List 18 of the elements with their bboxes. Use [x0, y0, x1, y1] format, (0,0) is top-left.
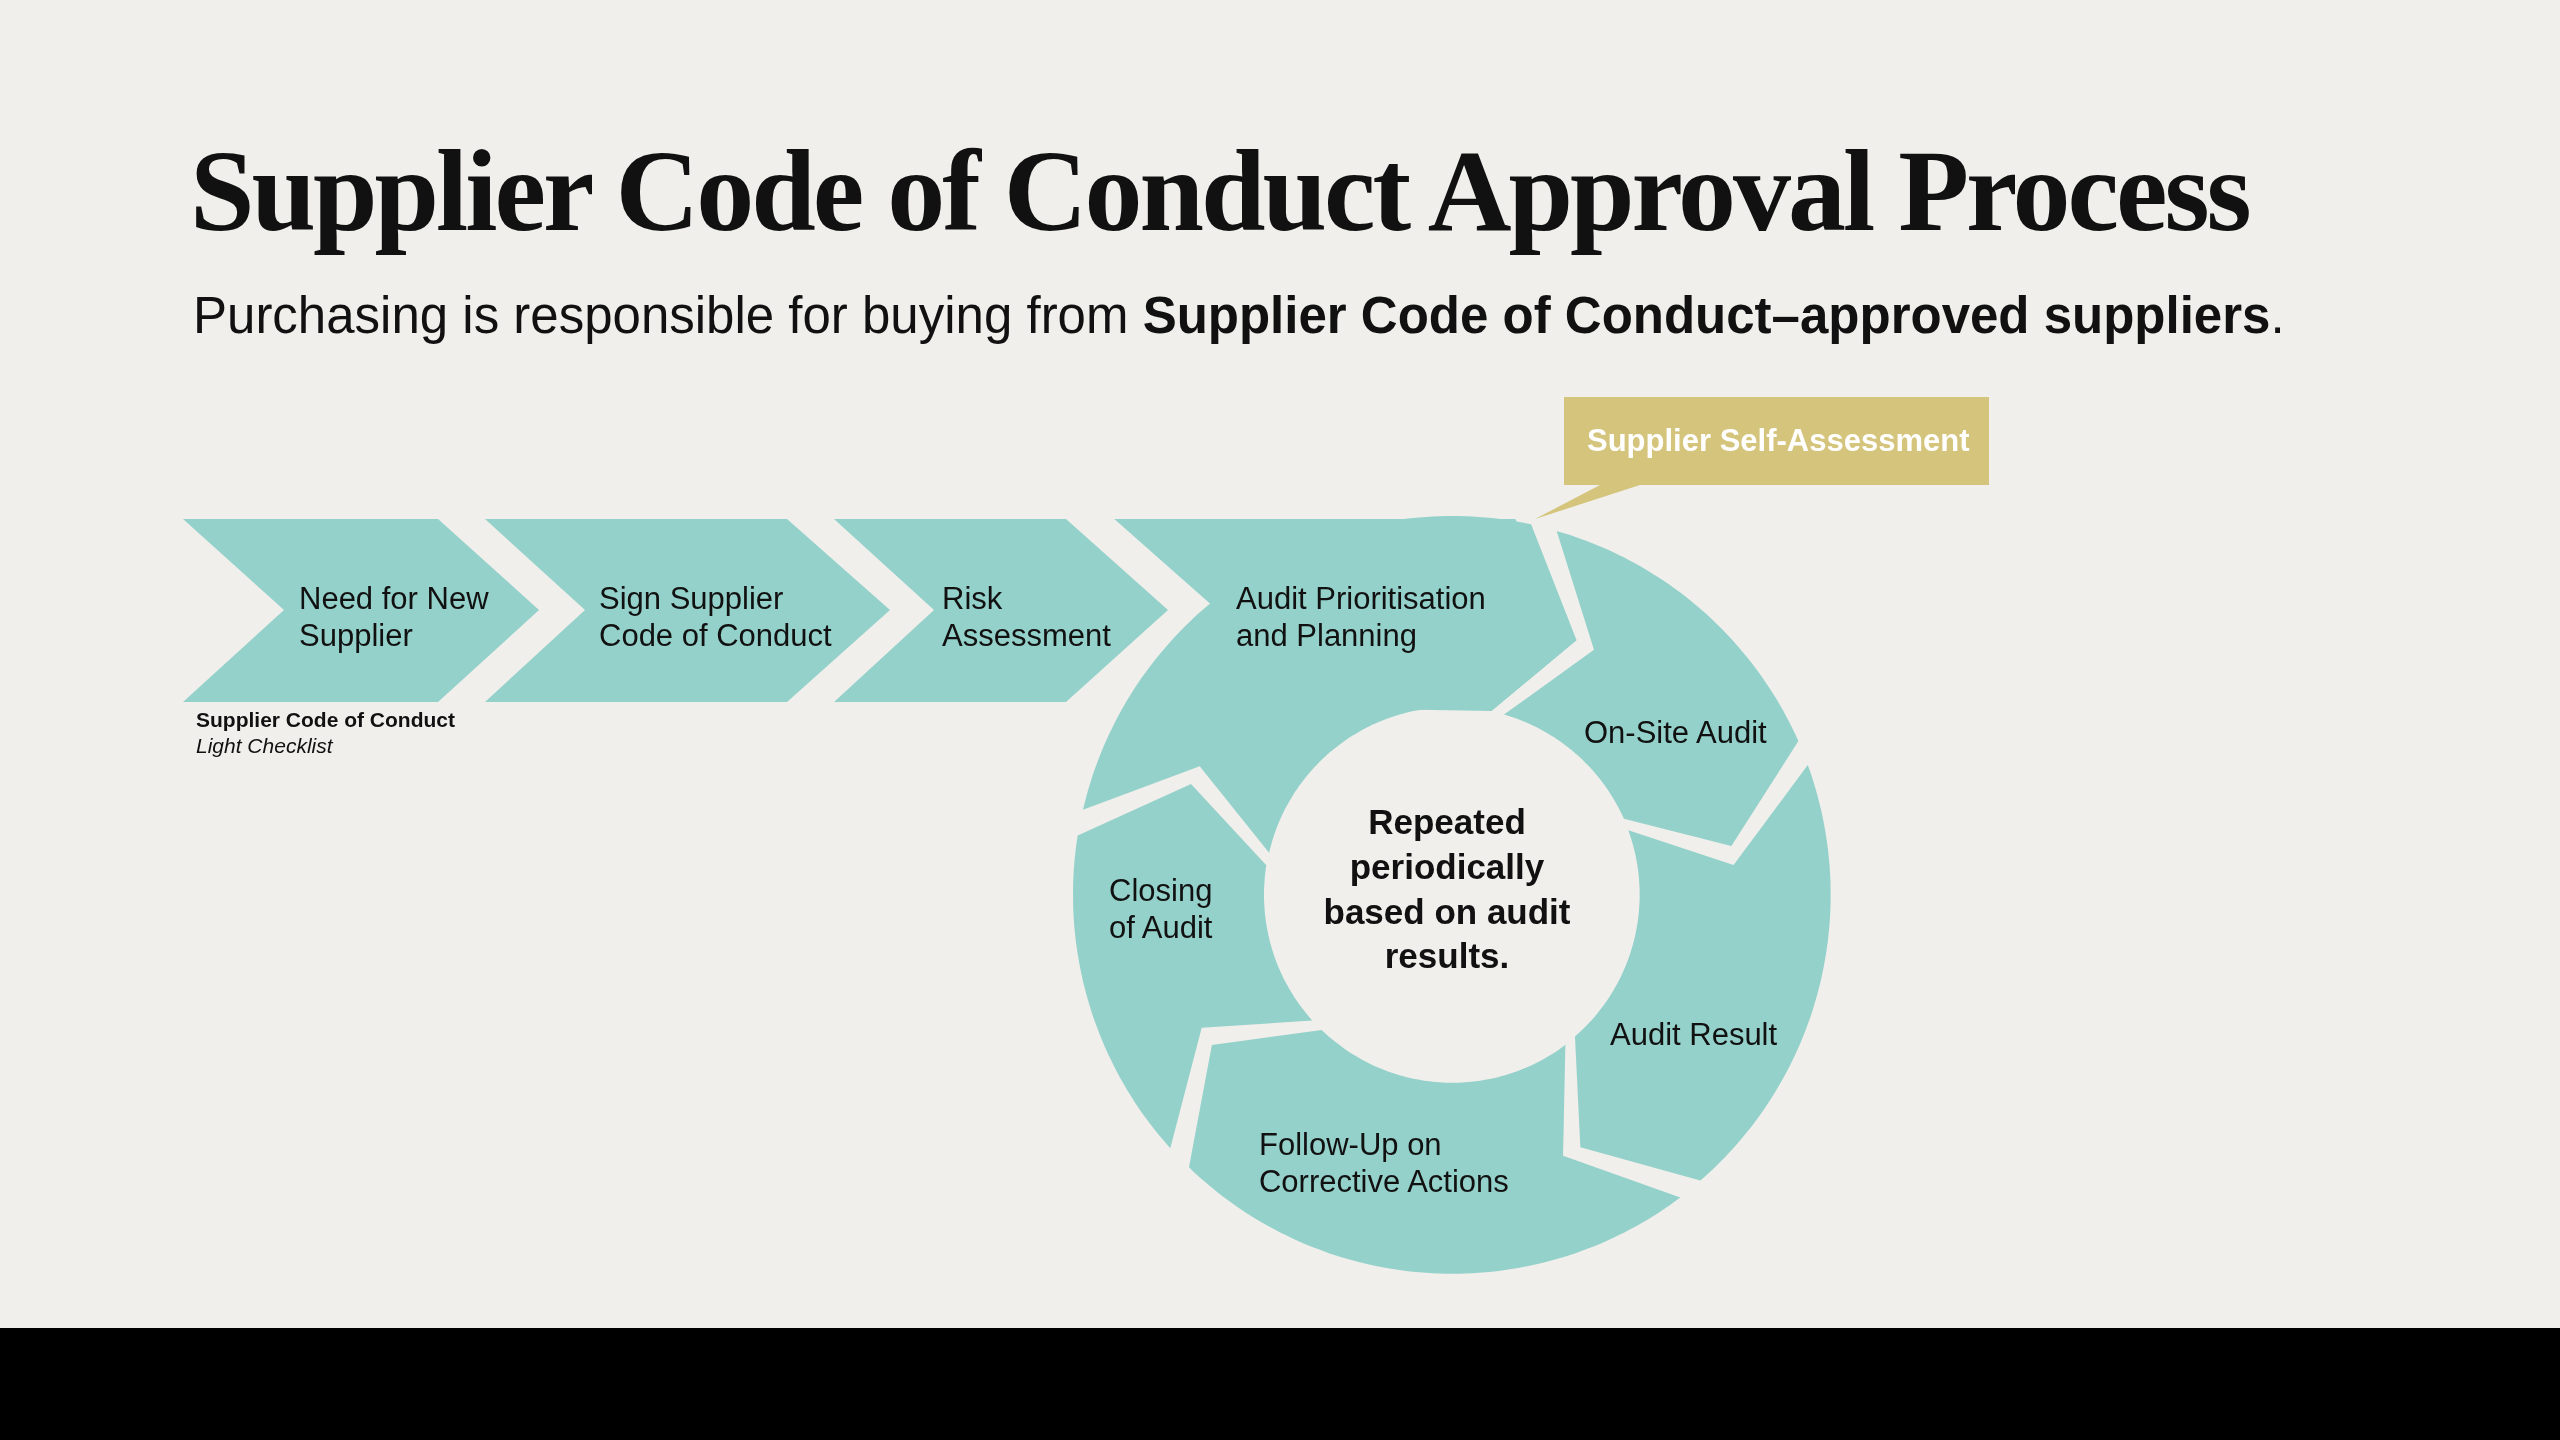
- step-label: Need for New Supplier: [299, 580, 490, 655]
- chevron-step: [183, 519, 539, 702]
- step-label: Closing of Audit: [1109, 872, 1214, 947]
- step-label: Audit Prioritisation and Planning: [1236, 580, 1487, 655]
- note-text: Supplier Code of Conduct: [196, 708, 455, 732]
- step-label: Audit Result: [1610, 1016, 1779, 1054]
- chevron-step: [834, 519, 1168, 702]
- subtitle: Purchasing is responsible for buying from Supplier Code of Conduct–approved suppliers.: [193, 286, 2285, 345]
- step-label: Follow-Up on Corrective Actions: [1259, 1126, 1510, 1201]
- title: Supplier Code of Conduct Approval Process: [190, 128, 2249, 256]
- center-note: Repeated periodically based on audit results.: [1322, 801, 1572, 978]
- note-text: Light Checklist: [196, 734, 333, 758]
- cycle-arrow-segment: [1575, 765, 1831, 1181]
- step-label: Risk Assessment: [942, 580, 1112, 655]
- callout-box: [1535, 397, 1989, 519]
- step-label: On-Site Audit: [1584, 714, 1768, 752]
- step-label: Sign Supplier Code of Conduct: [599, 580, 833, 655]
- callout-text: Supplier Self-Assessment: [1587, 422, 1971, 460]
